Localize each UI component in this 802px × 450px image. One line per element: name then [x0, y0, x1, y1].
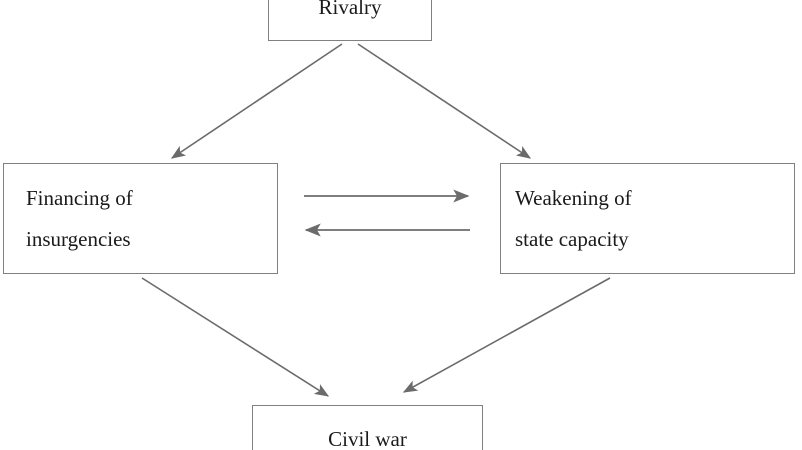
- node-financing-line-1: Financing of: [26, 186, 133, 210]
- edge-rivalry-to-financing: [170, 43, 343, 159]
- node-weakening-line-1: Weakening of: [515, 186, 632, 210]
- edge-rivalry-to-weakening: [357, 43, 532, 159]
- edge-financing-to-civilwar: [141, 277, 330, 397]
- node-civil-war: Civil war: [252, 405, 483, 450]
- node-civilwar-line-1: Civil war: [328, 427, 407, 450]
- node-rivalry: Rivalry: [268, 0, 432, 41]
- node-rivalry-line-1: Rivalry: [318, 0, 382, 19]
- node-weakening-of-state-capacity: Weakening of state capacity: [500, 163, 795, 274]
- node-financing-line-2: insurgencies: [26, 227, 131, 251]
- node-weakening-line-2: state capacity: [515, 227, 629, 251]
- edge-weakening-to-civilwar: [402, 277, 611, 393]
- node-financing-of-insurgencies: Financing of insurgencies: [3, 163, 278, 274]
